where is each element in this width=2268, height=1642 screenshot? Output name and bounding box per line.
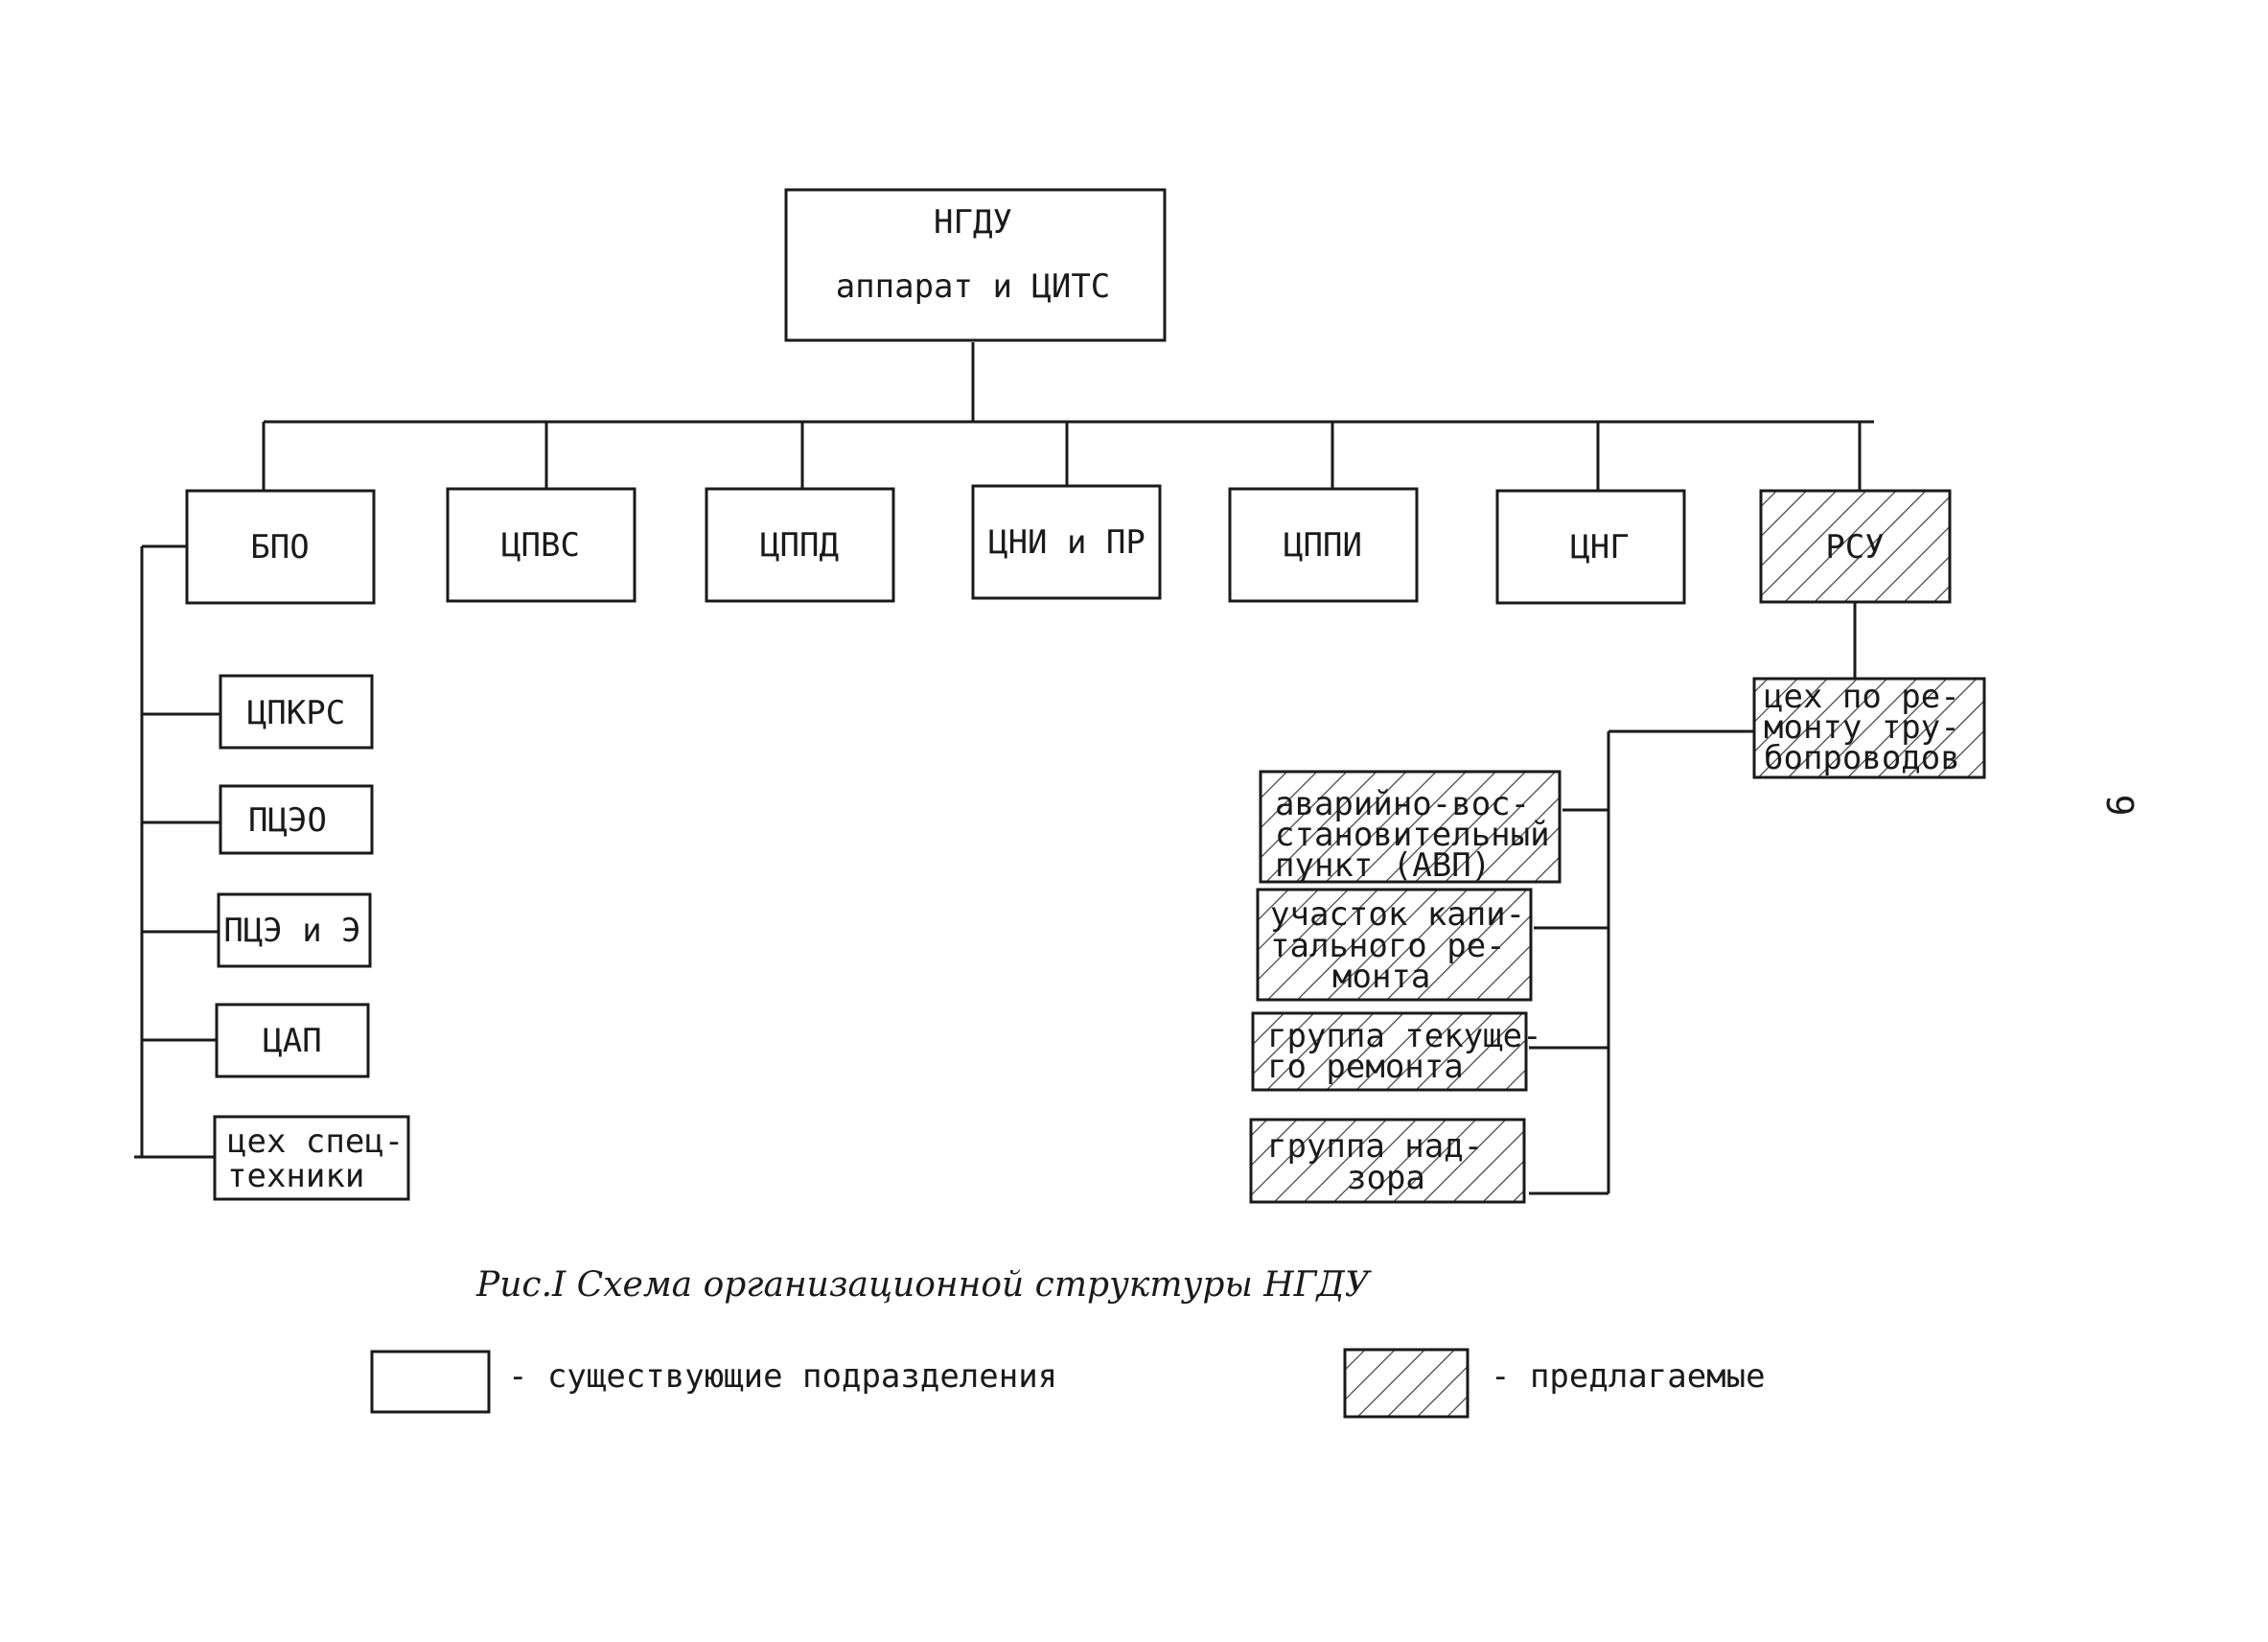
unit-label-line1: участок капи- [1270,895,1525,934]
department-cppd: ЦППД [705,487,895,603]
legend-proposed-swatch [1343,1348,1470,1419]
department-rsu: РСУ [1759,489,1952,604]
unit-label: ПЦЭО [248,801,327,840]
unit-label: ЦАП [263,1022,321,1060]
department-bpo: БПО [185,489,376,605]
unit-label-line2: становительный [1275,816,1550,854]
department-label: БПО [250,528,309,567]
bpo-child-pce: ПЦЭ и Э [217,892,372,968]
department-label: ЦПВС [501,526,580,565]
unit-label-line1: группа текуще- [1267,1017,1542,1055]
bpo-child-cpkrs: ЦПКРС [219,674,374,750]
unit-label-line1: цех по ре- [1764,678,1960,716]
unit-label-line2: монту тру- [1764,708,1960,747]
legend-existing-label: - существующие подразделения [508,1357,1057,1396]
unit-label-line2: зора [1347,1159,1425,1197]
legend: - существующие подразделения - предлагае… [370,1348,1766,1419]
figure-caption: Рис.I Схема организационной структуры НГ… [475,1265,1373,1305]
unit-label-line1: группа над- [1267,1127,1483,1166]
unit-label-line1: цех спец- [227,1122,404,1161]
department-label: ЦНГ [1570,528,1629,567]
unit-label-line3: бопроводов [1764,739,1960,777]
root-title: НГДУ [934,203,1012,242]
rsu-child-pipeline-repair: цех по ре- монту тру- бопроводов [1752,677,1986,779]
legend-proposed-label: - предлагаемые [1491,1357,1766,1396]
connectors [134,342,1874,1195]
repair-unit-supervision: группа над- зора [1249,1118,1526,1204]
unit-label: ПЦЭ и Э [223,912,360,950]
unit-label: ЦПКРС [247,694,345,732]
unit-label-line3: монта [1332,958,1430,996]
department-cpvs: ЦПВС [446,487,636,603]
unit-label-line2: тального ре- [1270,927,1506,965]
root-node: НГДУ аппарат и ЦИТС [784,188,1167,342]
unit-label-line2: техники [227,1157,364,1195]
department-label: ЦНИ и ПР [988,523,1146,562]
department-cng: ЦНГ [1495,489,1686,605]
unit-label-line3: пункт (АВП) [1275,846,1491,885]
unit-label-line1: аварийно-вос- [1275,785,1530,823]
bpo-child-cap: ЦАП [215,1003,370,1078]
unit-label-line2: го ремонта [1267,1048,1464,1086]
bpo-child-pceo: ПЦЭО [219,784,374,855]
bpo-child-spec: цех спец- техники [213,1115,410,1201]
legend-existing-swatch [370,1350,491,1414]
repair-unit-current: группа текуще- го ремонта [1251,1011,1542,1092]
root-subtitle: аппарат и ЦИТС [836,267,1111,306]
department-cni: ЦНИ и ПР [971,484,1162,600]
repair-unit-avp: аварийно-вос- становительный пункт (АВП) [1259,770,1562,885]
department-label: ЦППИ [1284,526,1362,565]
page-number: 9 [2098,795,2141,817]
department-label: РСУ [1825,528,1884,567]
department-label: ЦППД [760,526,839,565]
department-cppi: ЦППИ [1228,487,1419,603]
repair-unit-capital: участок капи- тального ре- монта [1256,888,1533,1002]
